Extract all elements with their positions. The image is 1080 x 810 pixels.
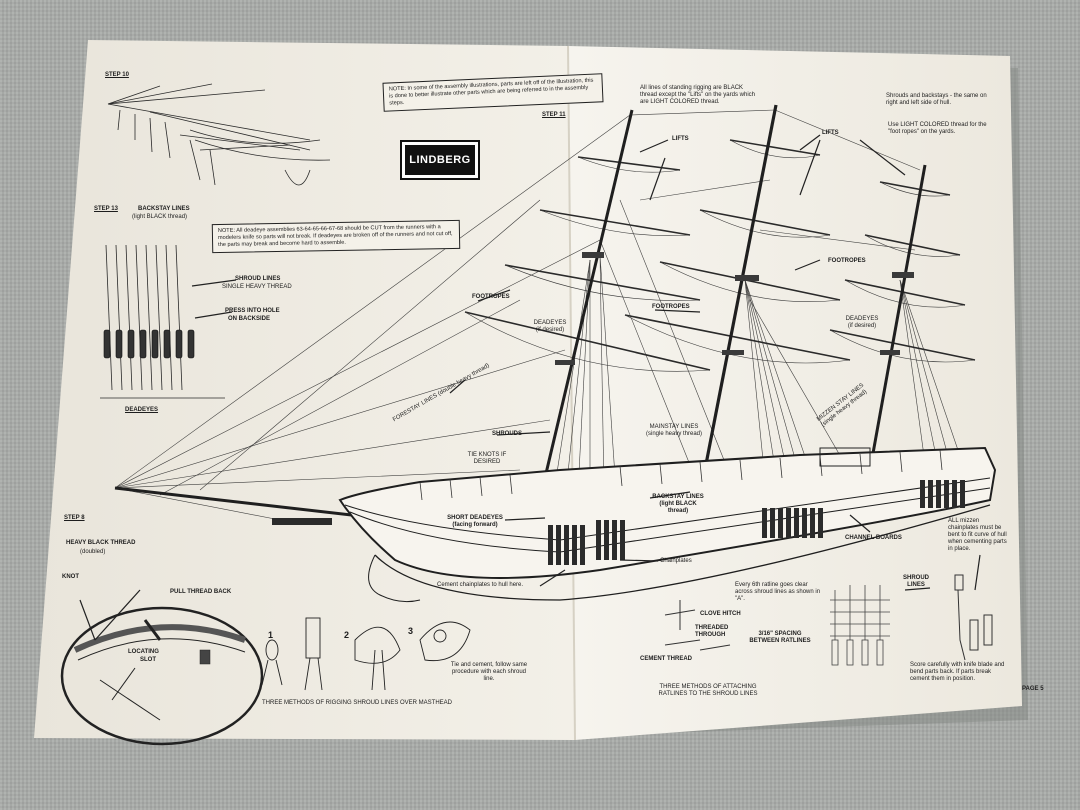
method-3-number: 3 [408,626,414,636]
lifts-left-label: LIFTS [672,136,689,142]
masthead-methods-caption: THREE METHODS OF RIGGING SHROUD LINES OV… [262,700,453,706]
backstay-lines-ship-label: BACKSTAY LINES (light BLACK thread) [652,494,704,514]
shrouds-label: SHROUDS [492,431,523,437]
step-13-heading: STEP 13 [94,206,118,212]
on-backside-label: ON BACKSIDE [228,316,271,322]
step-11-heading: STEP 11 [542,112,566,118]
short-deadeyes-label: SHORT DEADEYES (facing forward) [447,515,503,528]
deadeye-note: NOTE: All deadeye assemblies 63-64-65-66… [211,219,461,254]
method-2-number: 2 [344,630,350,640]
footropes-right-label: FOOTROPES [828,258,866,264]
deadeyes-if-desired-right: DEADEYES (if desired) [845,316,879,329]
shroud-lines-right-label: SHROUD LINES [902,575,929,588]
cement-thread-label: CEMENT THREAD [640,656,692,662]
chainplates-label: Chainplates [660,558,692,564]
slot-label: SLOT [140,657,156,663]
ratlines-methods-caption: THREE METHODS OF ATTACHING RATLINES TO T… [658,684,758,697]
channel-boards-label: CHANNEL BOARDS [845,535,902,541]
pull-thread-back-label: PULL THREAD BACK [170,589,232,595]
tie-and-cement-text: Tie and cement, follow same procedure wi… [450,662,528,682]
single-heavy-label: SINGLE HEAVY THREAD [222,284,292,290]
locating-label: LOCATING [128,649,159,655]
deadeyes-label: DEADEYES [125,407,159,413]
deadeyes-if-desired-left: DEADEYES (if desired) [533,320,567,333]
backstay-title: BACKSTAY LINES [138,206,190,212]
mizzen-chainplates-note: ALL mizzen chainplates must be bent to f… [948,518,1007,552]
standing-rigging-note: All lines of standing rigging are BLACK … [640,85,755,105]
footropes-left-label: FOOTROPES [472,294,510,300]
heavy-black-thread-label: HEAVY BLACK THREAD [66,540,136,546]
method-1-number: 1 [268,630,274,640]
paper-right-half [568,46,1022,740]
brand-name: LINDBERG [405,145,475,175]
light-colored-note: Use LIGHT COLORED thread for the "foot r… [888,122,987,135]
knot-label: KNOT [62,574,79,580]
press-into-hole-label: PRESS INTO HOLE [225,308,280,314]
mainstay-lines-label: MAINSTAY LINES (single heavy thread) [645,424,703,437]
lindberg-logo: LINDBERG [400,140,480,180]
threaded-through-label: THREADED THROUGH [695,625,729,638]
tie-knots-label: TIE KNOTS IF DESIRED [467,452,507,465]
shroud-lines-label: SHROUD LINES [235,276,281,282]
step-8-heading: STEP 8 [64,515,85,521]
footropes-mid-label: FOOTROPES [652,304,690,310]
ratline-spacing-label: 3/16" SPACING BETWEEN RATLINES [749,631,811,644]
score-carefully-note: Score carefully with knife blade and ben… [910,662,1005,682]
clove-hitch-label: CLOVE HITCH [700,611,741,617]
backstay-sub: (light BLACK thread) [132,214,188,220]
cement-chainplates-label: Cement chainplates to hull here. [437,582,524,588]
page-number: PAGE 5 [1022,686,1044,692]
shrouds-backstays-note: Shrouds and backstays - the same on righ… [886,93,987,106]
step-10-heading: STEP 10 [105,72,129,78]
doubled-label: (doubled) [80,549,106,555]
every-6th-ratline-note: Every 6th ratline goes clear across shro… [735,582,821,602]
lifts-right-label: LIFTS [822,130,839,136]
